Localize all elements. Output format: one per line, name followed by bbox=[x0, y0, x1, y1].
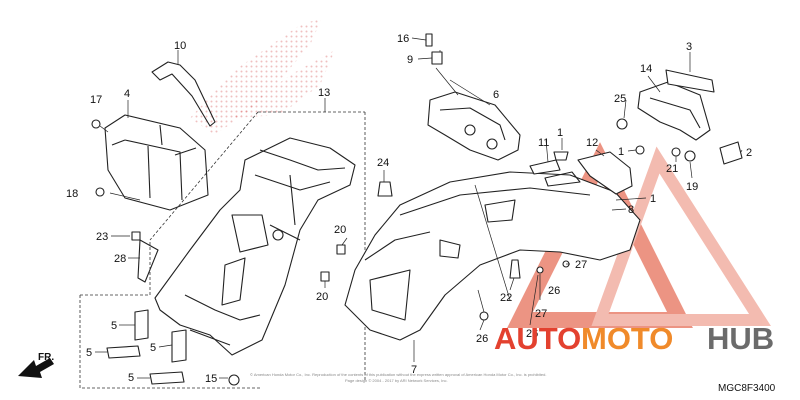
callout-label: 5 bbox=[128, 372, 134, 384]
callout-label: 3 bbox=[686, 41, 692, 53]
callout-label: 21 bbox=[666, 163, 678, 175]
callout-label: 26 bbox=[548, 285, 560, 297]
callout-label: 18 bbox=[66, 188, 78, 200]
callout-label: 13 bbox=[318, 87, 330, 99]
callout-label: 12 bbox=[586, 137, 598, 149]
callout-label: 15 bbox=[205, 373, 217, 385]
callout-label: 2 bbox=[746, 147, 752, 159]
callout-label: 6 bbox=[493, 89, 499, 101]
callout-label: 19 bbox=[686, 181, 698, 193]
callout-label: 26 bbox=[526, 328, 538, 340]
dotted-wing-graphic bbox=[190, 18, 335, 135]
part-13-inner-fender bbox=[149, 98, 366, 380]
callout-label: 1 bbox=[618, 146, 624, 158]
watermark-text: AUTO MOTO HUB bbox=[494, 321, 774, 356]
watermark-moto: MOTO bbox=[581, 321, 673, 356]
callout-label: 5 bbox=[111, 320, 117, 332]
callout-label: 25 bbox=[614, 93, 626, 105]
callout-label: 26 bbox=[476, 333, 488, 345]
front-direction-arrow bbox=[18, 358, 54, 378]
callout-label: 24 bbox=[377, 157, 389, 169]
callout-label: 10 bbox=[174, 40, 186, 52]
watermark-hub: HUB bbox=[707, 321, 774, 356]
part-10-seal bbox=[151, 50, 216, 127]
callout-label: 7 bbox=[411, 364, 417, 376]
callout-label: 5 bbox=[86, 347, 92, 359]
callout-label: 27 bbox=[575, 259, 587, 271]
part-7-rear-fender bbox=[344, 171, 641, 362]
callout-label: 4 bbox=[124, 88, 130, 100]
callout-label: 14 bbox=[640, 63, 652, 75]
direction-label: FR. bbox=[38, 352, 54, 363]
copyright-line-2: Page design © 2004 - 2017 by ARI Network… bbox=[345, 378, 448, 383]
part-14-license-bracket bbox=[637, 52, 715, 141]
callout-label: 11 bbox=[538, 137, 549, 149]
callout-label: 8 bbox=[628, 204, 634, 216]
callout-label: 23 bbox=[96, 231, 108, 243]
part-5-pads-group bbox=[79, 240, 260, 389]
leader-lines bbox=[95, 37, 743, 379]
callout-label: 1 bbox=[650, 193, 656, 205]
callout-label: 20 bbox=[334, 224, 346, 236]
drawing-code: MGC8F3400 bbox=[718, 383, 776, 394]
callout-label: 5 bbox=[150, 342, 156, 354]
callout-label: 9 bbox=[407, 54, 413, 66]
callout-label: 22 bbox=[500, 292, 512, 304]
callout-label: 17 bbox=[90, 94, 102, 106]
callout-label: 1 bbox=[557, 127, 563, 139]
fasteners bbox=[91, 33, 743, 386]
callout-label: 27 bbox=[535, 308, 547, 320]
part-6-tail-bracket bbox=[427, 67, 521, 161]
callout-label: 28 bbox=[114, 253, 126, 265]
copyright-line-1: © American Honda Motor Co., Inc. Reprodu… bbox=[250, 372, 546, 377]
part-4-battery-box bbox=[99, 100, 209, 211]
watermark-auto: AUTO bbox=[494, 321, 581, 356]
callout-labels: 10 17 4 18 13 23 28 20 20 24 16 9 6 11 1… bbox=[66, 33, 752, 385]
callout-label: 20 bbox=[316, 291, 328, 303]
parts-11-12-pads bbox=[529, 151, 633, 195]
callout-label: 16 bbox=[397, 33, 409, 45]
